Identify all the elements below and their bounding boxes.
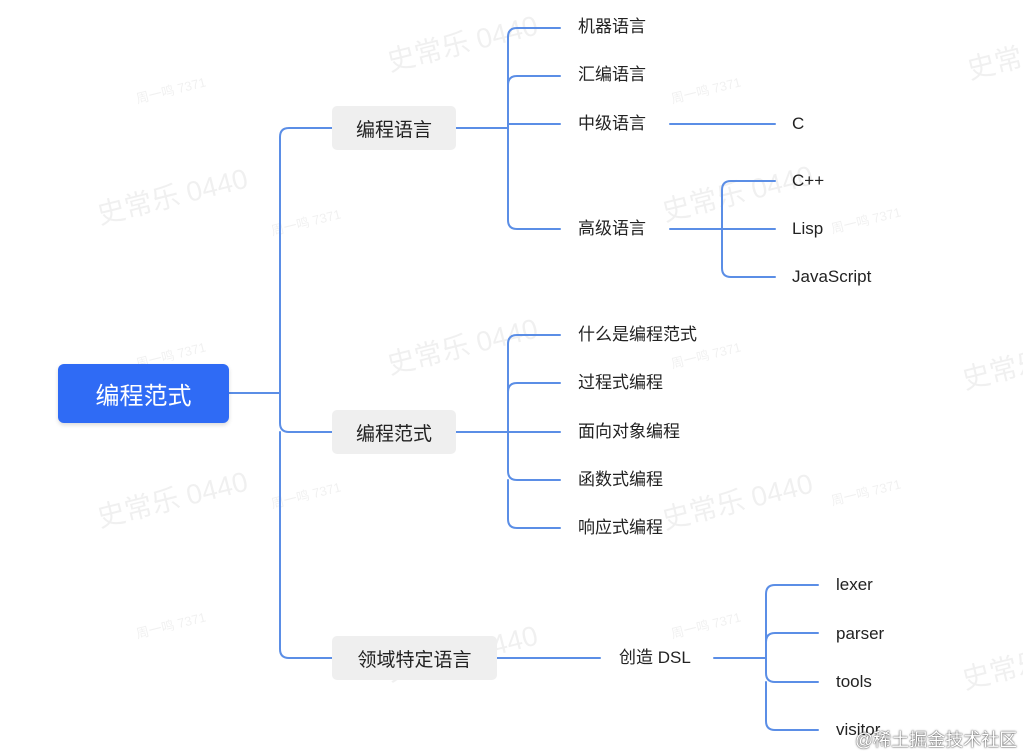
leaf-object-oriented[interactable]: 面向对象编程 [578,422,680,441]
connector-dsl-child-2 [765,632,819,643]
leaf-javascript[interactable]: JavaScript [792,267,872,286]
leaf-visitor[interactable]: visitor [836,720,881,739]
root-node[interactable]: 编程范式 [58,364,229,423]
connector-dsl-children [713,584,819,659]
connector-dsl-child-4 [765,681,819,731]
leaf-what-is-paradigm[interactable]: 什么是编程范式 [578,325,697,344]
leaf-c[interactable]: C [792,114,805,133]
leaf-assembly-language[interactable]: 汇编语言 [578,65,646,84]
connector-high-lang-child-3 [721,228,776,278]
branch-node-dsl[interactable]: 领域特定语言 [332,636,497,680]
leaf-create-dsl[interactable]: 创造 DSL [619,648,691,667]
connector-branch-2-child-2 [507,382,561,393]
connector-branch-2-child-4 [507,431,561,481]
leaf-high-level-language[interactable]: 高级语言 [578,219,646,238]
leaf-machine-language[interactable]: 机器语言 [578,17,646,36]
connector-root-to-branch-1 [228,127,333,394]
connector-branch-1-child-2 [507,75,561,86]
branch-node-paradigms[interactable]: 编程范式 [332,410,456,454]
connector-dsl-child-3 [765,657,819,683]
leaf-lisp[interactable]: Lisp [792,219,824,238]
leaf-parser[interactable]: parser [836,624,885,643]
connector-root-to-branch-2 [279,392,333,433]
connector-branch-2-children [455,334,561,433]
leaf-tools[interactable]: tools [836,672,872,691]
leaf-functional[interactable]: 函数式编程 [578,470,663,489]
connector-branch-2-child-5 [507,479,561,529]
leaf-lexer[interactable]: lexer [836,575,873,594]
connector-root-to-branch-3 [279,431,333,659]
connector-branch-1-child-4 [507,127,561,230]
branch-node-programming-languages[interactable]: 编程语言 [332,106,456,150]
leaf-reactive[interactable]: 响应式编程 [578,518,663,537]
source-credit: @稀土掘金技术社区 [855,730,1018,750]
leaf-mid-level-language[interactable]: 中级语言 [578,114,646,133]
leaf-procedural[interactable]: 过程式编程 [578,373,663,392]
leaf-cpp[interactable]: C++ [792,171,825,190]
connector-branch-1-children [455,27,561,129]
connector-high-lang-children [669,180,776,230]
